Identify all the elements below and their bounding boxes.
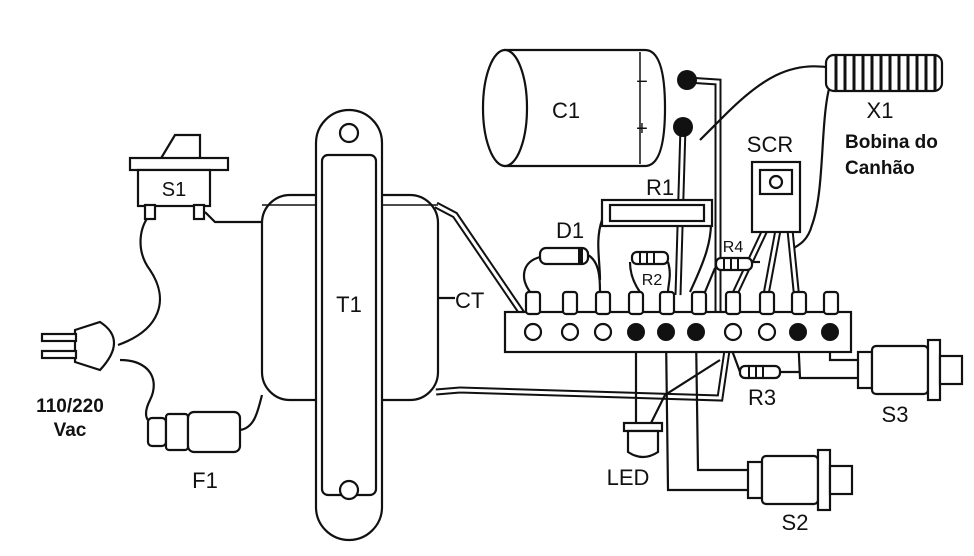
r2-label: R2 <box>642 272 663 289</box>
x1-desc-line2: Canhão <box>845 158 915 179</box>
scr: SCR <box>747 132 802 234</box>
power-plug: 110/220 Vac <box>36 320 115 441</box>
voltage-label-line1: 110/220 <box>36 396 104 417</box>
r1-label: R1 <box>646 175 674 200</box>
s1-label: S1 <box>162 179 186 201</box>
r4-label: R4 <box>723 239 744 256</box>
switch-s1: S1 <box>128 133 230 221</box>
plug-icon <box>73 320 115 372</box>
resistor-r4: R4 <box>714 239 754 272</box>
mounting-hole-bottom-icon <box>338 479 360 501</box>
mounting-hole-top-icon <box>338 122 360 144</box>
diode-d1: D1 <box>538 218 590 266</box>
c1-plus-label: + <box>636 118 648 140</box>
x1-label: X1 <box>867 98 894 123</box>
transformer-t1: T1 <box>260 108 440 542</box>
terminal-strip <box>503 290 853 354</box>
coil-x1: X1 Bobina do Canhão <box>824 53 944 179</box>
resistor-r3: R3 <box>738 364 782 410</box>
x1-desc-line1: Bobina do <box>845 132 938 153</box>
f1-label: F1 <box>192 468 218 493</box>
resistor-r1: R1 <box>600 175 714 228</box>
c1-label: C1 <box>552 98 580 123</box>
c1-minus-terminal-icon <box>677 70 697 90</box>
c1-plus-terminal-icon <box>673 117 693 137</box>
switch-s3: S3 <box>856 338 964 427</box>
capacitor-c1: C1 − + <box>481 48 697 168</box>
led: LED <box>607 421 664 490</box>
ct-label: CT <box>455 288 484 313</box>
r3-label: R3 <box>748 385 776 410</box>
t1-label: T1 <box>336 292 362 317</box>
led-label: LED <box>607 465 650 490</box>
s2-label: S2 <box>782 510 809 535</box>
scr-label: SCR <box>747 132 793 157</box>
rocker-icon <box>158 133 202 162</box>
s3-label: S3 <box>882 402 909 427</box>
switch-s2: S2 <box>746 448 854 535</box>
fuse-f1: F1 <box>146 410 242 493</box>
voltage-label-line2: Vac <box>54 420 87 441</box>
c1-minus-label: − <box>636 71 648 93</box>
d1-label: D1 <box>556 218 584 243</box>
resistor-r2: R2 <box>630 250 670 289</box>
